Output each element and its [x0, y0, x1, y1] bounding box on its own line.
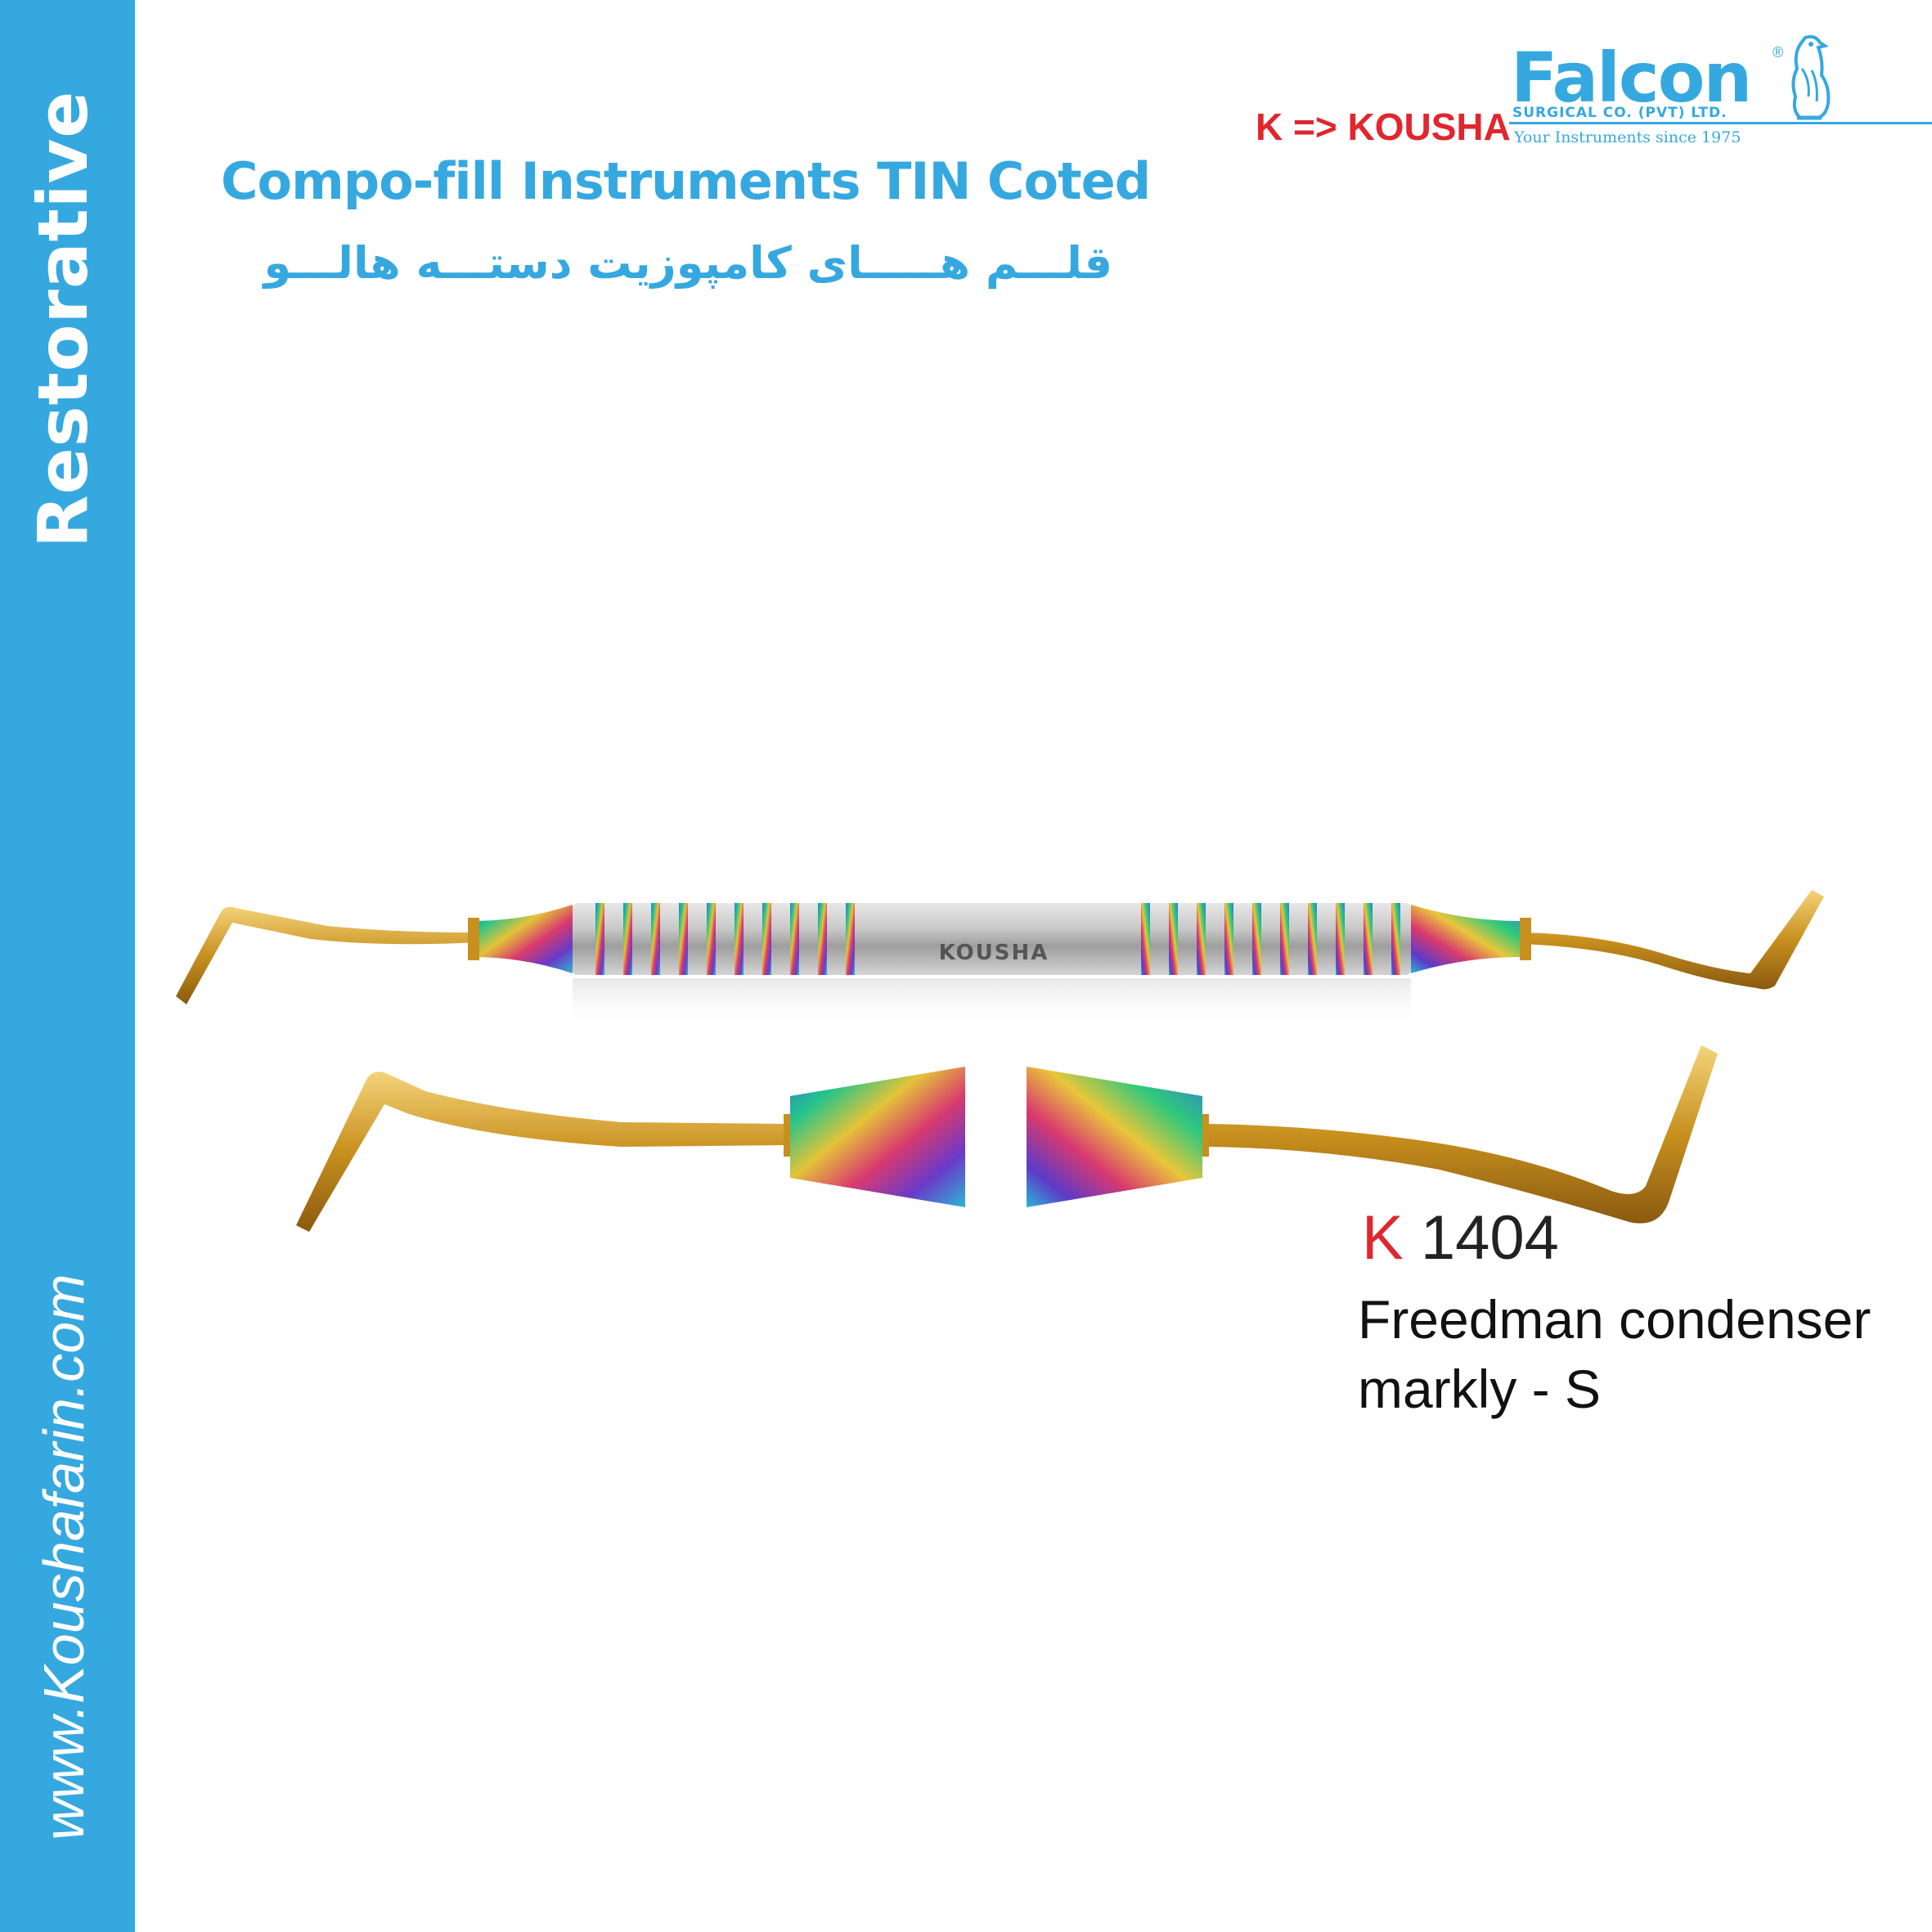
enlarged-right-end	[1027, 1045, 1718, 1224]
product-code-number: 1404	[1420, 1203, 1559, 1273]
product-code-prefix: K	[1362, 1203, 1404, 1273]
product-code: K 1404	[1362, 1202, 1559, 1274]
right-cone-collar	[1520, 918, 1531, 960]
enlarged-left-end	[296, 1067, 965, 1232]
handle-engraving: KOUSHA	[939, 941, 1049, 965]
product-description-line2: markly - S	[1358, 1359, 1601, 1419]
full-instrument: KOUSHA	[176, 890, 1824, 1027]
right-grip-rings	[1141, 903, 1400, 975]
logo-subtitle: SURGICAL CO. (PVT) LTD.	[1512, 105, 1728, 121]
logo-divider	[1509, 122, 1932, 124]
product-description-line1: Freedman condenser	[1358, 1289, 1871, 1350]
falcon-bird-icon	[1791, 34, 1831, 120]
registered-mark: ®	[1772, 44, 1784, 61]
right-cone	[1411, 905, 1521, 973]
right-working-tip	[1521, 890, 1824, 990]
logo-wordmark: Falcon	[1511, 38, 1752, 118]
left-cone	[473, 905, 573, 973]
page-title-persian: قلـــم هـــــای کامپوزیت دستـــه هالـــو	[263, 237, 1112, 289]
page-title: Compo-fill Instruments TIN Coted	[221, 151, 1151, 211]
left-grip-rings	[595, 903, 855, 975]
brand-mapping: K => KOUSHA	[1256, 106, 1511, 148]
logo-tagline: Your Instruments since 1975	[1514, 128, 1741, 146]
left-working-tip	[176, 906, 479, 1004]
left-cone-collar	[468, 918, 479, 960]
sidebar: Restorative www.Koushafarin.com	[0, 0, 135, 1932]
falcon-logo: Falcon ® SURGICAL CO. (PVT) LTD. Your In…	[1509, 33, 1932, 164]
handle-reflection	[573, 978, 1411, 1027]
